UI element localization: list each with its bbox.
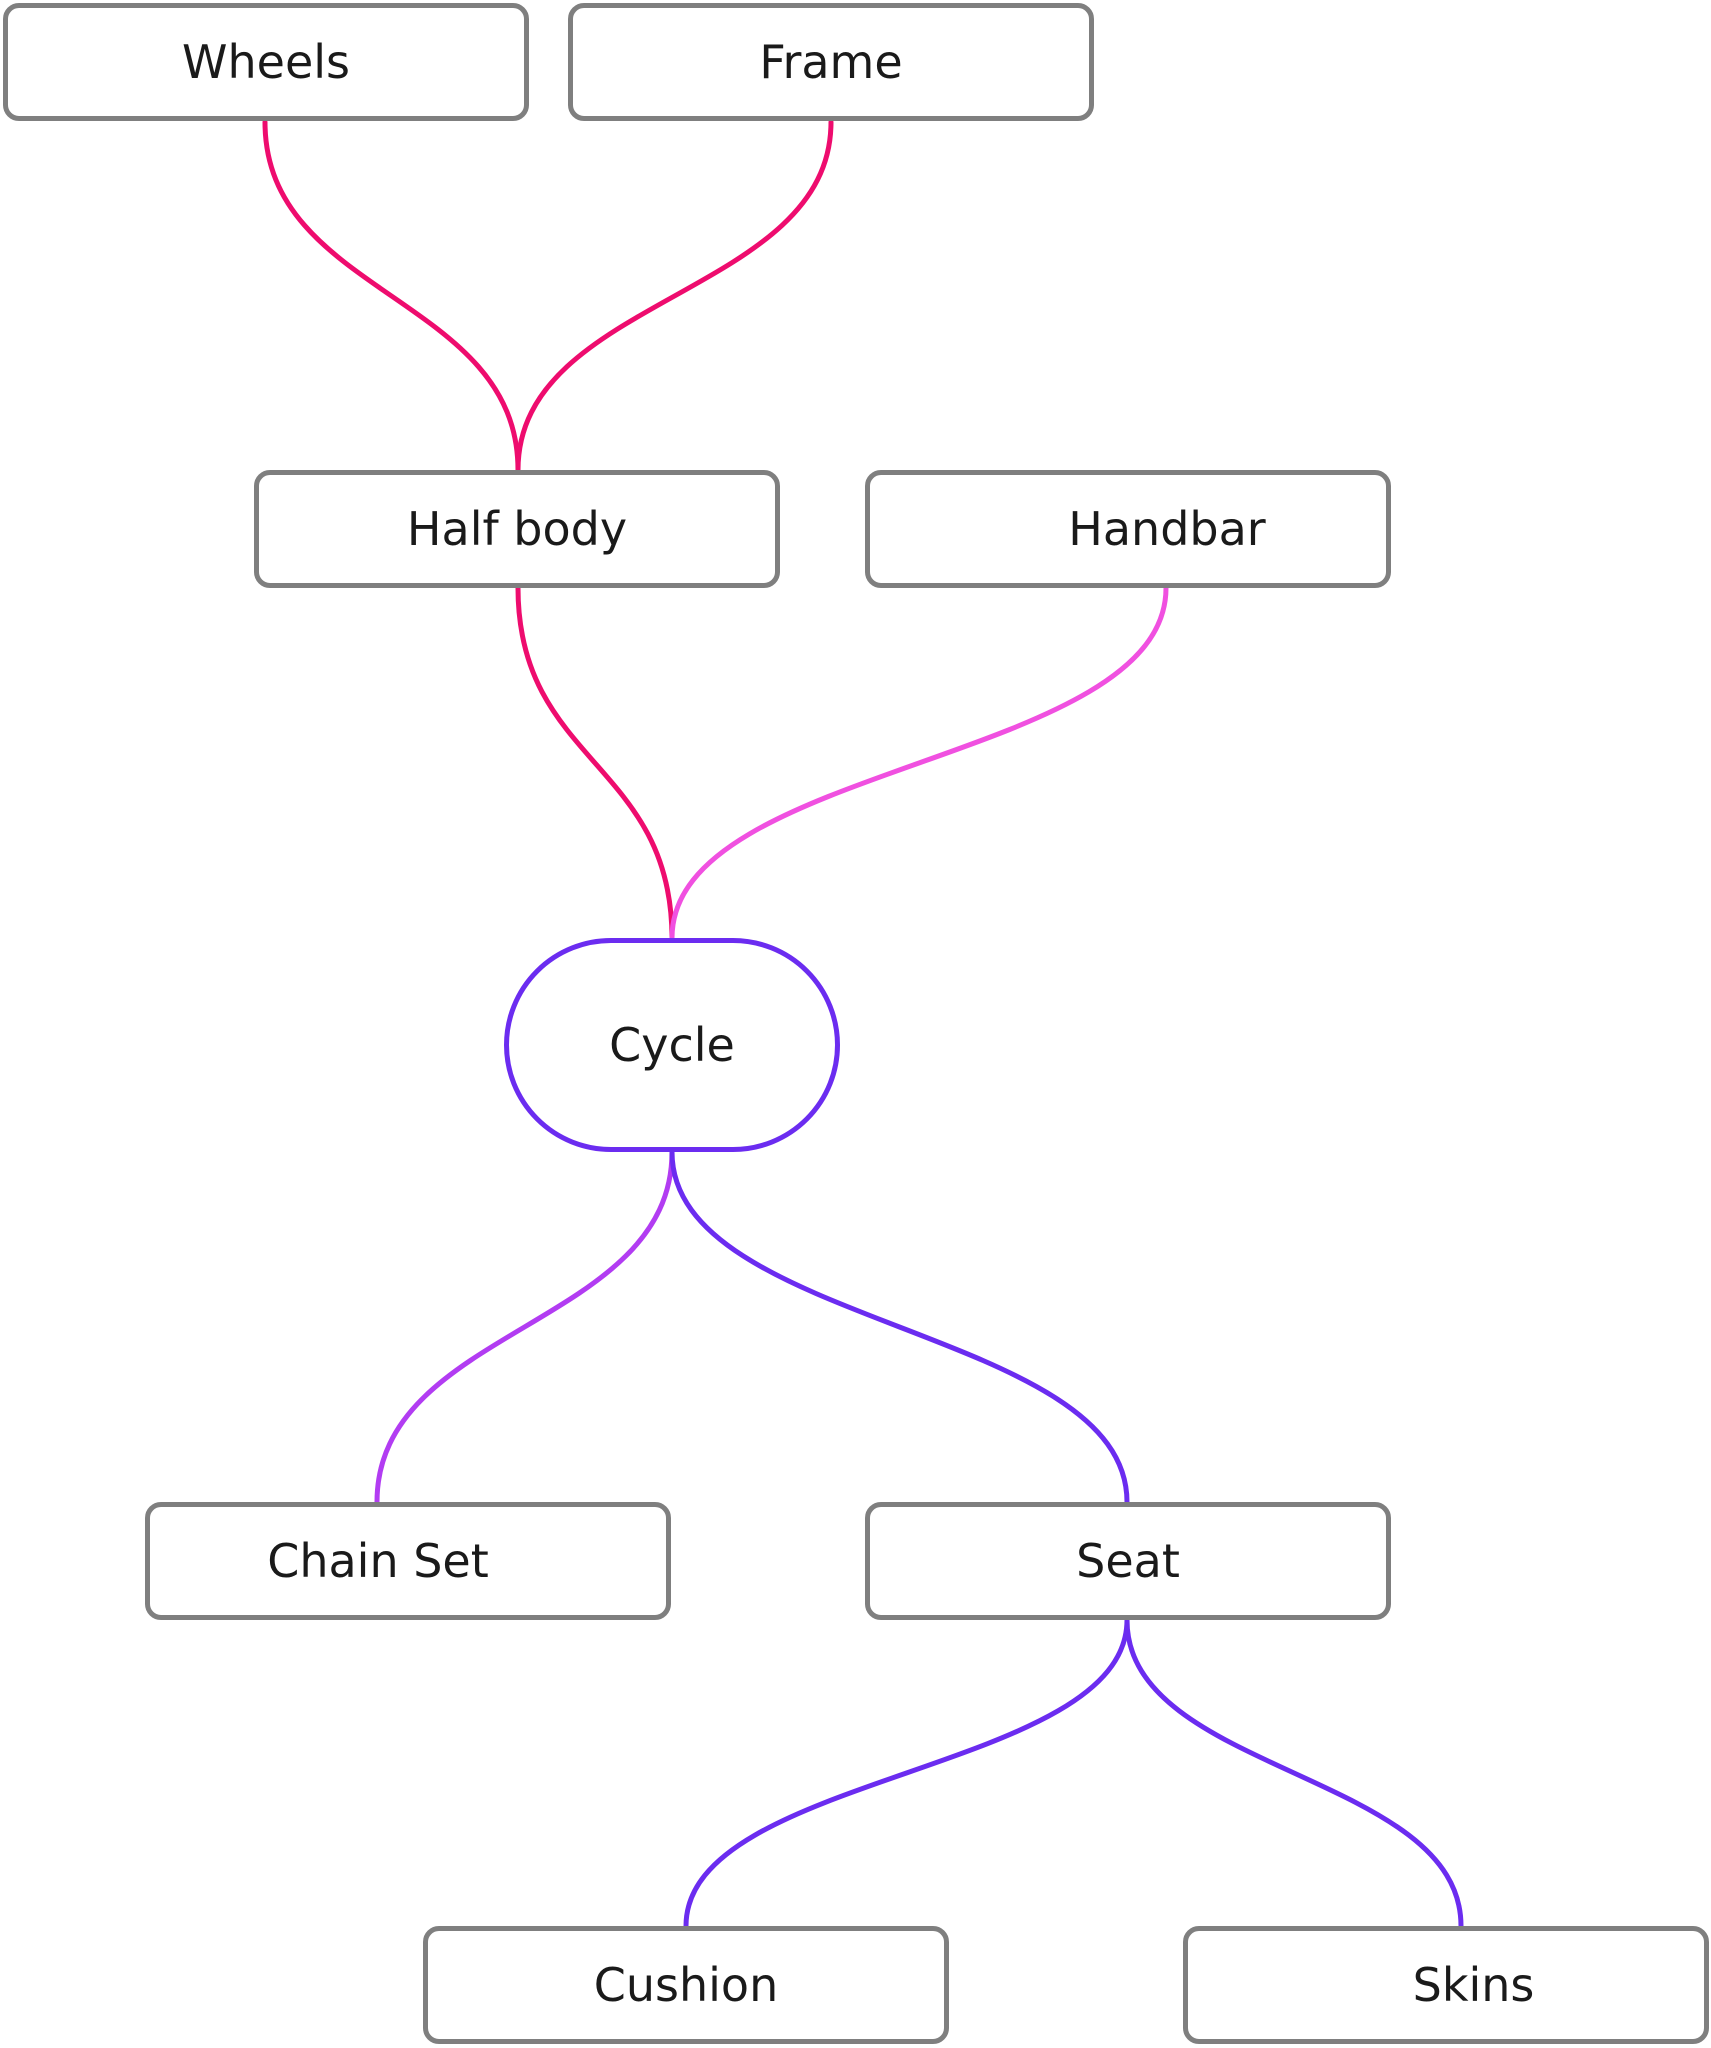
node-label-cycle: Cycle xyxy=(609,1018,735,1072)
node-label-seat: Seat xyxy=(1076,1534,1180,1588)
node-handbar[interactable]: Handbar xyxy=(865,470,1391,588)
node-seat[interactable]: Seat xyxy=(865,1502,1391,1620)
node-label-half-body: Half body xyxy=(406,502,628,556)
connector-seat-to-cushion xyxy=(683,1617,1130,1929)
node-label-cushion: Cushion xyxy=(593,1958,779,2012)
connector-handbar-to-cycle xyxy=(669,585,1169,941)
node-cycle-central[interactable]: Cycle xyxy=(504,938,840,1152)
connector-wheels-to-half-body xyxy=(262,119,521,473)
node-skins[interactable]: Skins xyxy=(1183,1926,1709,2044)
node-label-handbar: Handbar xyxy=(1068,502,1266,556)
connector-cycle-to-chain-set xyxy=(374,1149,675,1505)
node-label-frame: Frame xyxy=(759,35,903,89)
node-chain-set[interactable]: Chain Set xyxy=(145,1502,671,1620)
connector-cycle-to-seat xyxy=(669,1149,1130,1505)
connector-frame-to-half-body xyxy=(515,119,834,473)
node-wheels[interactable]: Wheels xyxy=(3,3,529,121)
connector-half-body-to-cycle xyxy=(515,585,675,941)
node-label-wheels: Wheels xyxy=(182,35,350,89)
node-label-chain-set: Chain Set xyxy=(267,1534,489,1588)
node-label-skins: Skins xyxy=(1412,1958,1535,2012)
node-half-body[interactable]: Half body xyxy=(254,470,780,588)
node-frame[interactable]: Frame xyxy=(568,3,1094,121)
connector-seat-to-skins xyxy=(1124,1617,1464,1929)
node-cushion[interactable]: Cushion xyxy=(423,1926,949,2044)
